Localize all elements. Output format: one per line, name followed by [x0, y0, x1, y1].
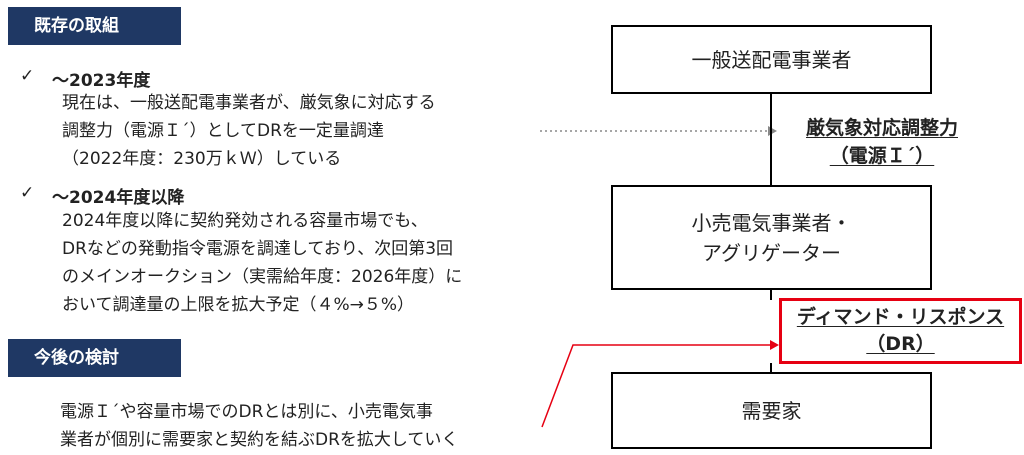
- future-study-tag: 今後の検討: [8, 339, 181, 377]
- item1-heading: ～2023年度: [52, 71, 151, 91]
- item1-body: 現在は、一般送配電事業者が、厳気象に対応する 調整力（電源Ｉ´）としてDRを一定…: [62, 93, 436, 169]
- red-arrow-line: [541, 344, 770, 428]
- weather-reserve-label-line1: 厳気象対応調整力: [805, 117, 958, 139]
- weather-reserve-label-line2: （電源Ｉ´）: [829, 145, 935, 167]
- check-icon: ✓: [20, 66, 35, 86]
- red-arrow-head: [770, 340, 779, 350]
- demand-response-label-line1: ディマンド・リスポンス: [796, 306, 1005, 328]
- check-icon: ✓: [20, 183, 35, 203]
- future-body: 電源Ｉ´や容量市場でのDRとは別に、小売電気事 業者が個別に需要家と契約を結ぶD…: [60, 402, 459, 450]
- demand-response-label: ディマンド・リスポンス （DR）: [779, 298, 1022, 364]
- weather-reserve-label: 厳気象対応調整力 （電源Ｉ´）: [760, 114, 1004, 170]
- tso-box: 一般送配電事業者: [611, 25, 932, 94]
- item2-body: 2024年度以降に契約発効される容量市場でも、 DRなどの発動指令電源を調達して…: [62, 211, 463, 315]
- item2-heading: ～2024年度以降: [52, 188, 185, 208]
- consumer-box: 需要家: [611, 372, 932, 449]
- demand-response-label-line2: （DR）: [866, 333, 935, 355]
- retailer-aggregator-box: 小売電気事業者・ アグリゲーター: [611, 185, 932, 290]
- existing-initiatives-tag: 既存の取組: [8, 7, 181, 45]
